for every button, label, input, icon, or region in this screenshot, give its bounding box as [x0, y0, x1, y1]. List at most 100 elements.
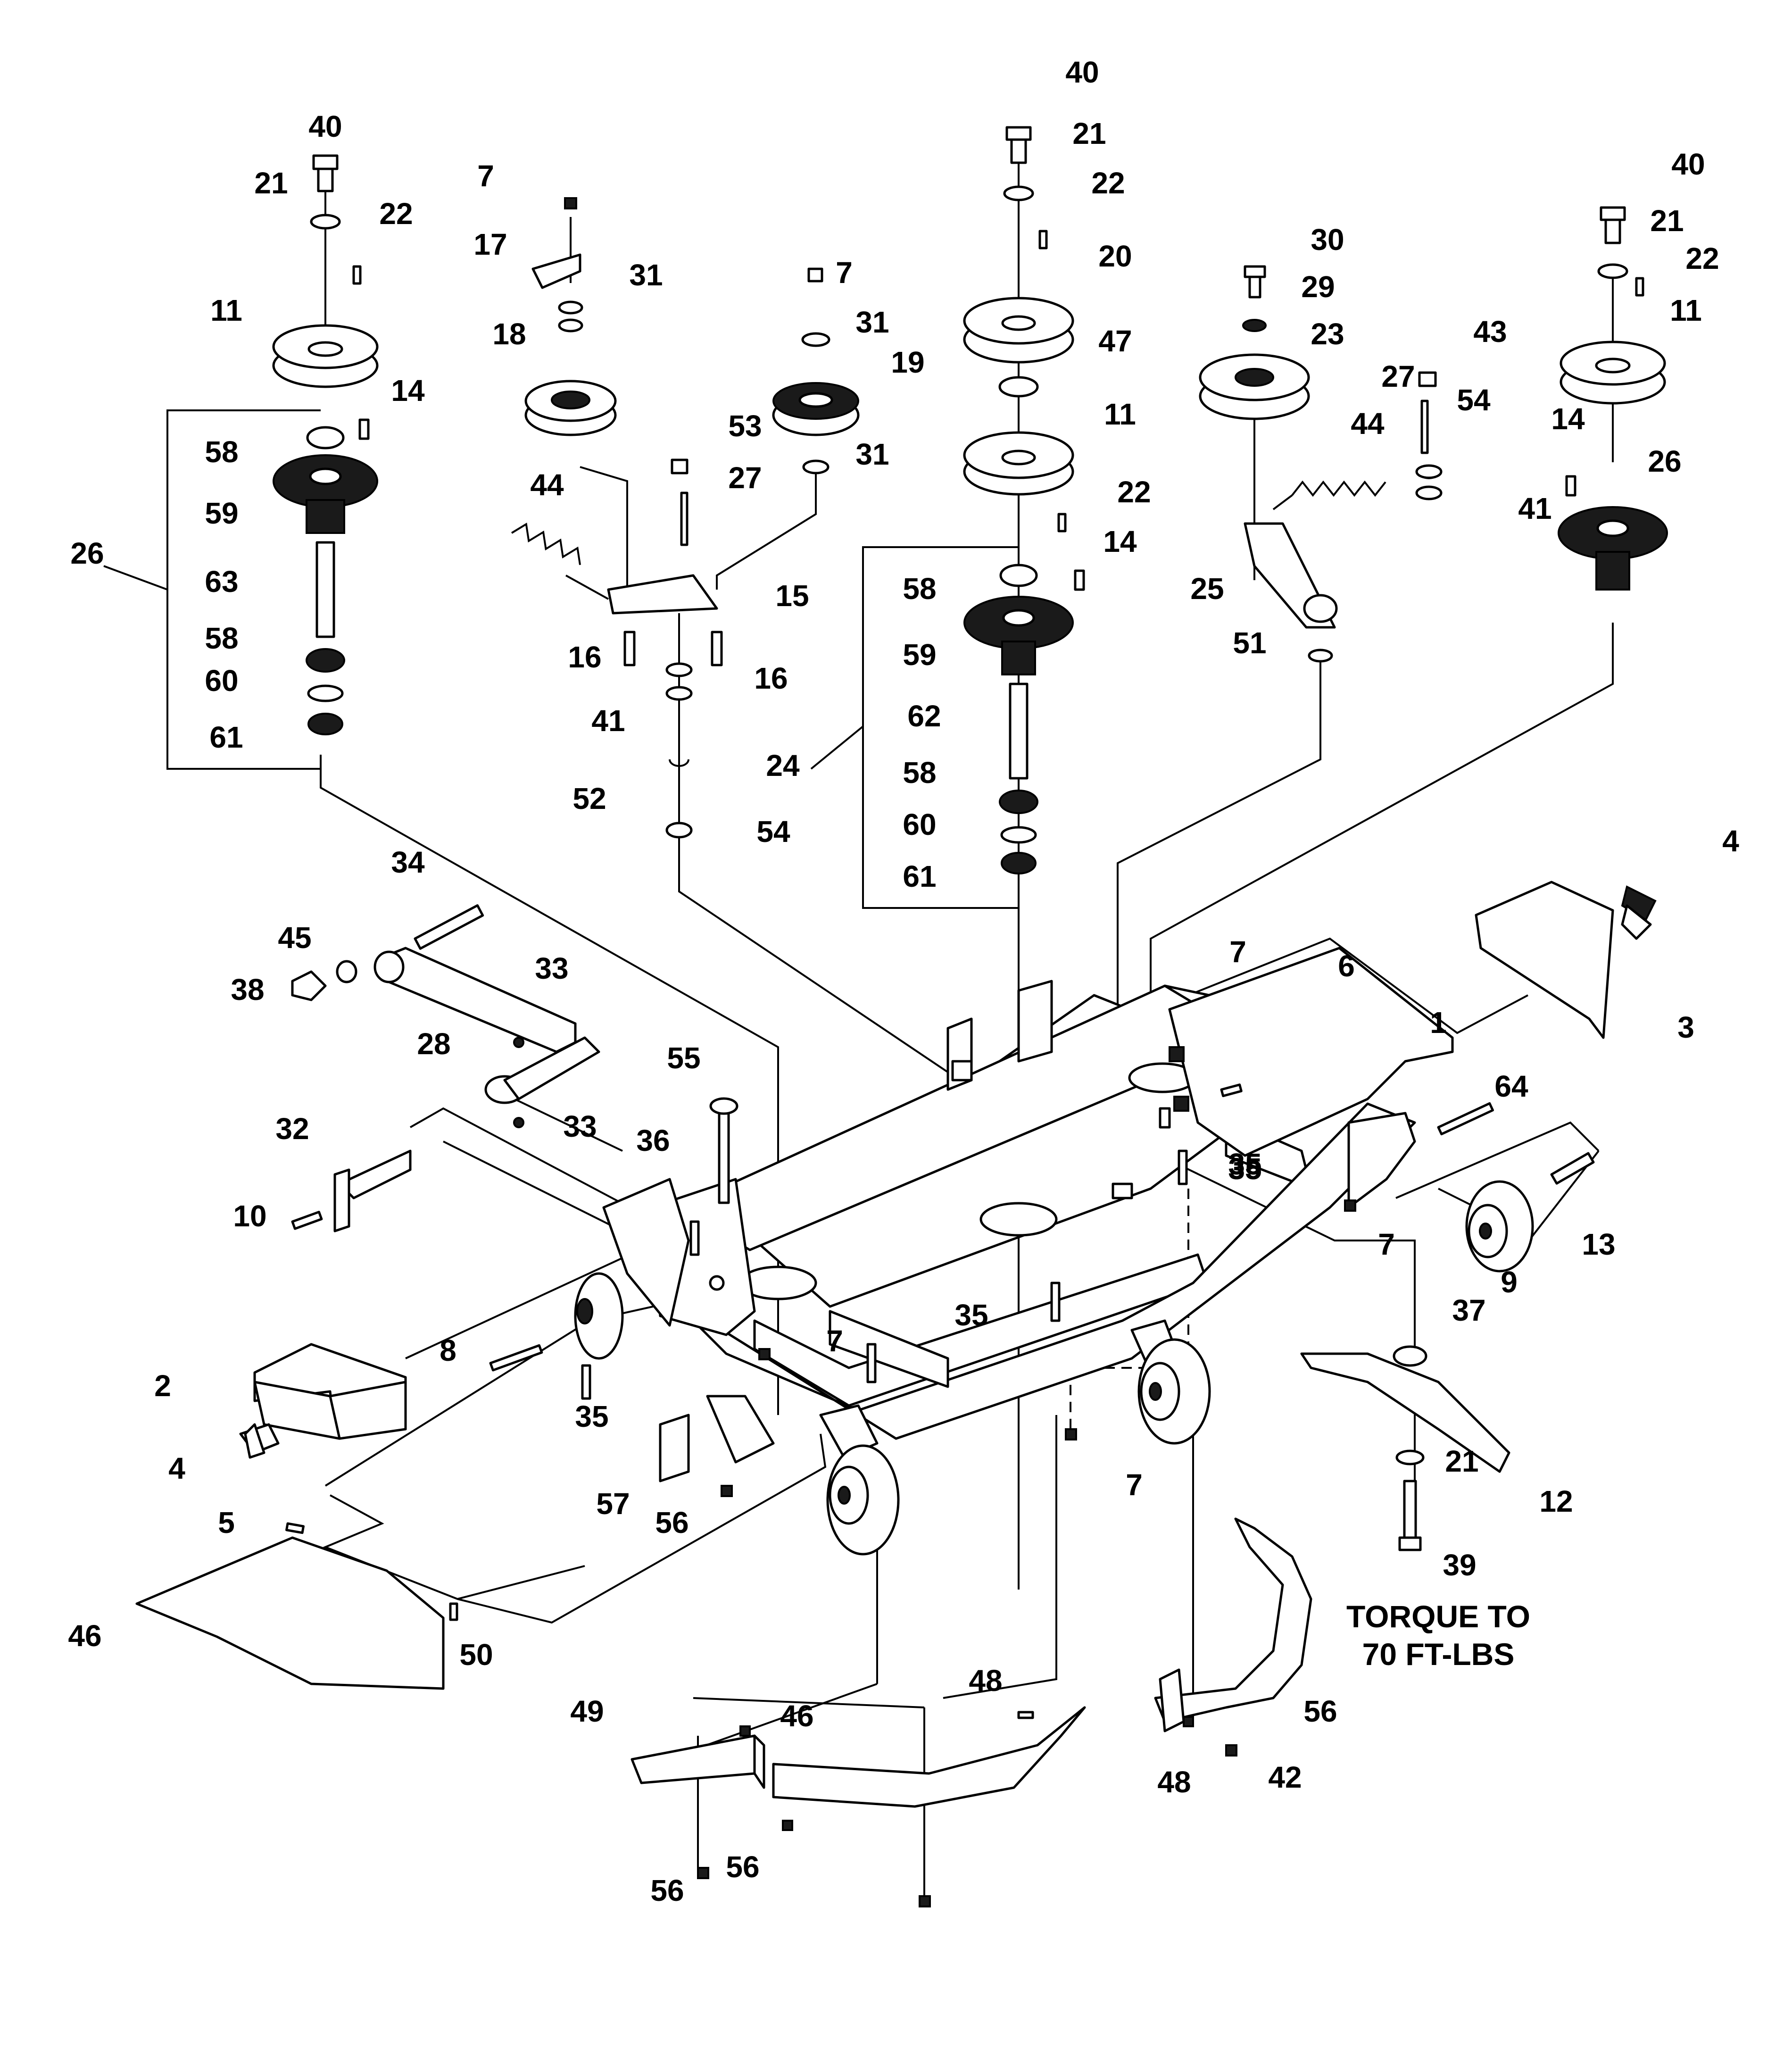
callout-52: 52	[572, 782, 606, 816]
washer-45	[336, 960, 357, 983]
callout-56: 56	[655, 1506, 689, 1540]
callout-14: 14	[1103, 524, 1137, 558]
callout-20: 20	[1098, 239, 1132, 273]
clip-54	[669, 759, 689, 767]
nut-7-top	[564, 197, 577, 209]
key-22-right	[1635, 277, 1644, 297]
spacer-37	[1393, 1345, 1427, 1367]
callout-26: 26	[70, 536, 104, 570]
callout-59: 59	[205, 496, 238, 530]
discharge-shield-5	[135, 1536, 445, 1690]
axle-13	[1550, 1152, 1595, 1185]
nut-7-idler19	[807, 267, 823, 283]
callout-9: 9	[1501, 1265, 1518, 1299]
washer-52	[665, 822, 693, 839]
bolt-35-right	[1178, 1149, 1188, 1185]
shaft-63-left	[315, 541, 335, 638]
belt-shield-3	[1475, 881, 1614, 1039]
right-shield	[1475, 881, 1657, 1039]
seal-61-left	[307, 713, 343, 735]
callout-19: 19	[891, 345, 924, 379]
callout-36: 36	[636, 1124, 670, 1157]
callout-35: 35	[954, 1298, 988, 1332]
callout-21: 21	[254, 166, 288, 200]
callout-7: 7	[1229, 935, 1246, 969]
callout-49: 49	[570, 1694, 604, 1728]
callout-34: 34	[391, 845, 425, 879]
callout-7: 7	[477, 159, 494, 193]
key-22-left	[352, 265, 362, 285]
screw-14-center	[1074, 569, 1085, 591]
callout-11: 11	[1670, 293, 1702, 327]
nut-7-right	[1344, 1199, 1356, 1212]
callout-42: 42	[1268, 1760, 1302, 1794]
callout-12: 12	[1539, 1484, 1573, 1518]
callout-7: 7	[836, 256, 853, 290]
nut-38	[291, 970, 327, 1001]
pin-33-bottom	[513, 1117, 524, 1128]
callout-25: 25	[1190, 572, 1224, 606]
callout-31: 31	[855, 437, 889, 471]
spacer-47	[998, 376, 1039, 398]
washer-21-left	[310, 214, 341, 230]
shaft-62	[1009, 683, 1029, 780]
callout-56: 56	[1303, 1694, 1337, 1728]
nut-48-left	[782, 1820, 793, 1831]
nut-56-center	[919, 1895, 931, 1907]
key-22-lower	[1057, 513, 1067, 533]
callout-17: 17	[473, 227, 507, 261]
callout-38: 38	[231, 973, 264, 1007]
callout-32: 32	[275, 1112, 309, 1146]
callout-46: 46	[780, 1699, 813, 1733]
baffle-42	[631, 1734, 756, 1784]
callout-57: 57	[596, 1487, 630, 1521]
callout-54: 54	[756, 815, 790, 849]
bolt-35-center	[866, 1343, 877, 1383]
bearing-58-left	[306, 426, 345, 450]
callout-59: 59	[903, 638, 936, 672]
callout-35: 35	[575, 1399, 608, 1433]
callout-35: 35	[1228, 1152, 1261, 1186]
callout-64: 64	[1494, 1069, 1528, 1103]
left-shield	[239, 1343, 407, 1459]
bushing-43	[1418, 371, 1437, 387]
callout-1: 1	[1430, 1006, 1447, 1040]
callout-60: 60	[205, 664, 238, 698]
screw-14-right	[1565, 475, 1576, 497]
callout-44: 44	[1351, 407, 1385, 441]
callout-41: 41	[1518, 491, 1551, 525]
bearing-58-center-lower	[999, 790, 1038, 814]
pin-33-top	[513, 1037, 524, 1048]
callout-26: 26	[1648, 444, 1681, 478]
nut-7-left	[758, 1348, 771, 1360]
callout-35: 35	[1228, 1147, 1261, 1181]
bolt-16-right	[711, 631, 723, 666]
callout-16: 16	[568, 640, 601, 674]
right-wheel-assembly	[1300, 1102, 1595, 1551]
snap-ring-60-center	[1000, 826, 1037, 844]
callout-39: 39	[1443, 1548, 1476, 1582]
bolt-6	[1220, 1083, 1243, 1098]
seal-61-center	[1001, 852, 1037, 874]
callout-60: 60	[903, 808, 936, 841]
callout-3: 3	[1677, 1010, 1694, 1044]
callout-labels: 4021221114585926635860617173118441641525…	[68, 55, 1739, 1907]
callout-56: 56	[650, 1873, 684, 1907]
callout-63: 63	[205, 565, 238, 599]
callout-21: 21	[1445, 1444, 1478, 1478]
right-idler-assembly	[1199, 265, 1443, 663]
callout-7: 7	[1126, 1468, 1143, 1502]
callout-41: 41	[591, 704, 625, 738]
callout-8: 8	[440, 1333, 456, 1367]
callout-46: 46	[68, 1619, 101, 1653]
screw-14-left	[358, 418, 370, 440]
bracket-17	[531, 253, 581, 289]
snap-ring-60-left	[307, 684, 344, 702]
bolt-head-40-left	[312, 154, 339, 170]
idler-19-assembly	[772, 267, 860, 475]
deck-hole-center	[979, 1202, 1058, 1237]
callout-22: 22	[1117, 475, 1151, 509]
bolt-8	[489, 1344, 543, 1372]
callout-31: 31	[629, 258, 663, 292]
callout-43: 43	[1473, 315, 1507, 349]
